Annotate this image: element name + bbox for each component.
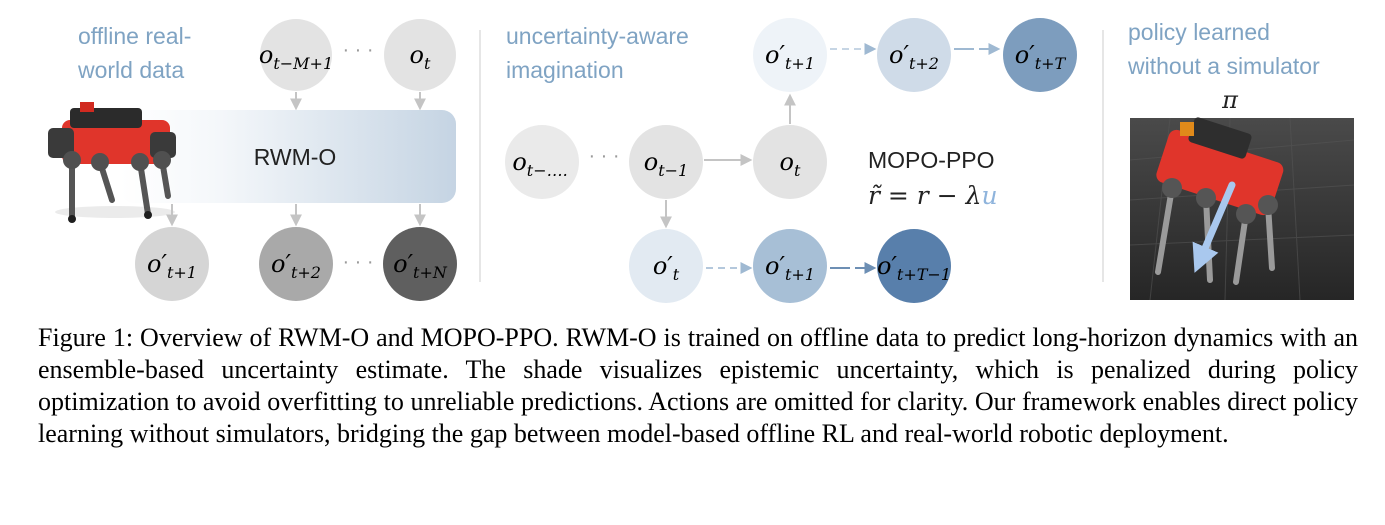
panel3-label-line2: without a simulator bbox=[1127, 53, 1320, 79]
reward-formula: r̃ = r − λu bbox=[868, 181, 998, 210]
node-o-t bbox=[753, 125, 827, 199]
top-node-3-label: o′t+T bbox=[1015, 41, 1067, 73]
prediction-node-2 bbox=[259, 227, 333, 301]
algo-name: MOPO-PPO bbox=[868, 147, 995, 173]
prediction-node-3-label: o′t+N bbox=[393, 250, 448, 282]
panel3-label-line1: policy learned bbox=[1128, 19, 1270, 45]
model-name: RWM-O bbox=[254, 144, 337, 170]
prediction-node-3 bbox=[383, 227, 457, 301]
caption-text: Overview of RWM-O and MOPO-PPO. RWM-O is… bbox=[38, 323, 1358, 448]
bottom-node-1-label: o′t+1 bbox=[765, 252, 815, 284]
rwm-o-model-box bbox=[120, 110, 456, 203]
top-node-1 bbox=[753, 18, 827, 92]
imagination-ellipsis: · · · bbox=[588, 145, 619, 167]
panel-offline-data: offline real- world data ot−M+1 · · · ot… bbox=[48, 19, 457, 301]
panel2-label-line1: uncertainty-aware bbox=[506, 23, 689, 49]
robot-photo bbox=[1129, 117, 1355, 301]
top-node-1-label: o′t+1 bbox=[765, 41, 815, 73]
velocity-arrow bbox=[1192, 181, 1236, 273]
history-ellipsis: · · · bbox=[342, 39, 373, 61]
bottom-node-2 bbox=[877, 229, 951, 303]
robot-illustration bbox=[48, 102, 176, 223]
figure-caption: Figure 1: Overview of RWM-O and MOPO-PPO… bbox=[38, 322, 1358, 450]
bottom-node-0-label: o′t bbox=[653, 252, 680, 284]
node-o-t-dots bbox=[505, 125, 579, 199]
node-o-t-dots-label: ot−…. bbox=[512, 148, 567, 180]
panel1-label-line1: offline real- bbox=[78, 23, 191, 49]
bottom-node-2-label: o′t+T−1 bbox=[877, 252, 951, 284]
panel-policy: policy learned without a simulator π bbox=[1127, 19, 1355, 301]
top-node-3 bbox=[1003, 18, 1077, 92]
node-o-t-label: ot bbox=[780, 148, 801, 180]
node-o-t-minus-1 bbox=[629, 125, 703, 199]
panel-imagination: uncertainty-aware imagination ot−…. · · … bbox=[505, 18, 1077, 303]
history-node-first-label: ot−M+1 bbox=[259, 41, 333, 73]
top-node-2-label: o′t+2 bbox=[889, 41, 939, 73]
caption-prefix: Figure 1: bbox=[38, 323, 134, 352]
top-node-2 bbox=[877, 18, 951, 92]
policy-symbol: π bbox=[1221, 86, 1239, 114]
panel2-label-line2: imagination bbox=[506, 57, 624, 83]
prediction-node-1-label: o′t+1 bbox=[147, 250, 197, 282]
overview-figure: offline real- world data ot−M+1 · · · ot… bbox=[48, 18, 1355, 303]
node-o-t-minus-1-label: ot−1 bbox=[644, 148, 688, 180]
bottom-node-0 bbox=[629, 229, 703, 303]
prediction-ellipsis: · · · bbox=[342, 251, 373, 273]
prediction-node-2-label: o′t+2 bbox=[271, 250, 321, 282]
prediction-node-1 bbox=[135, 227, 209, 301]
history-node-last bbox=[384, 19, 456, 91]
uncertainty-u: u bbox=[981, 181, 997, 210]
bottom-node-1 bbox=[753, 229, 827, 303]
history-node-last-label: ot bbox=[410, 41, 431, 73]
history-node-first bbox=[260, 19, 332, 91]
panel1-label-line2: world data bbox=[77, 57, 184, 83]
